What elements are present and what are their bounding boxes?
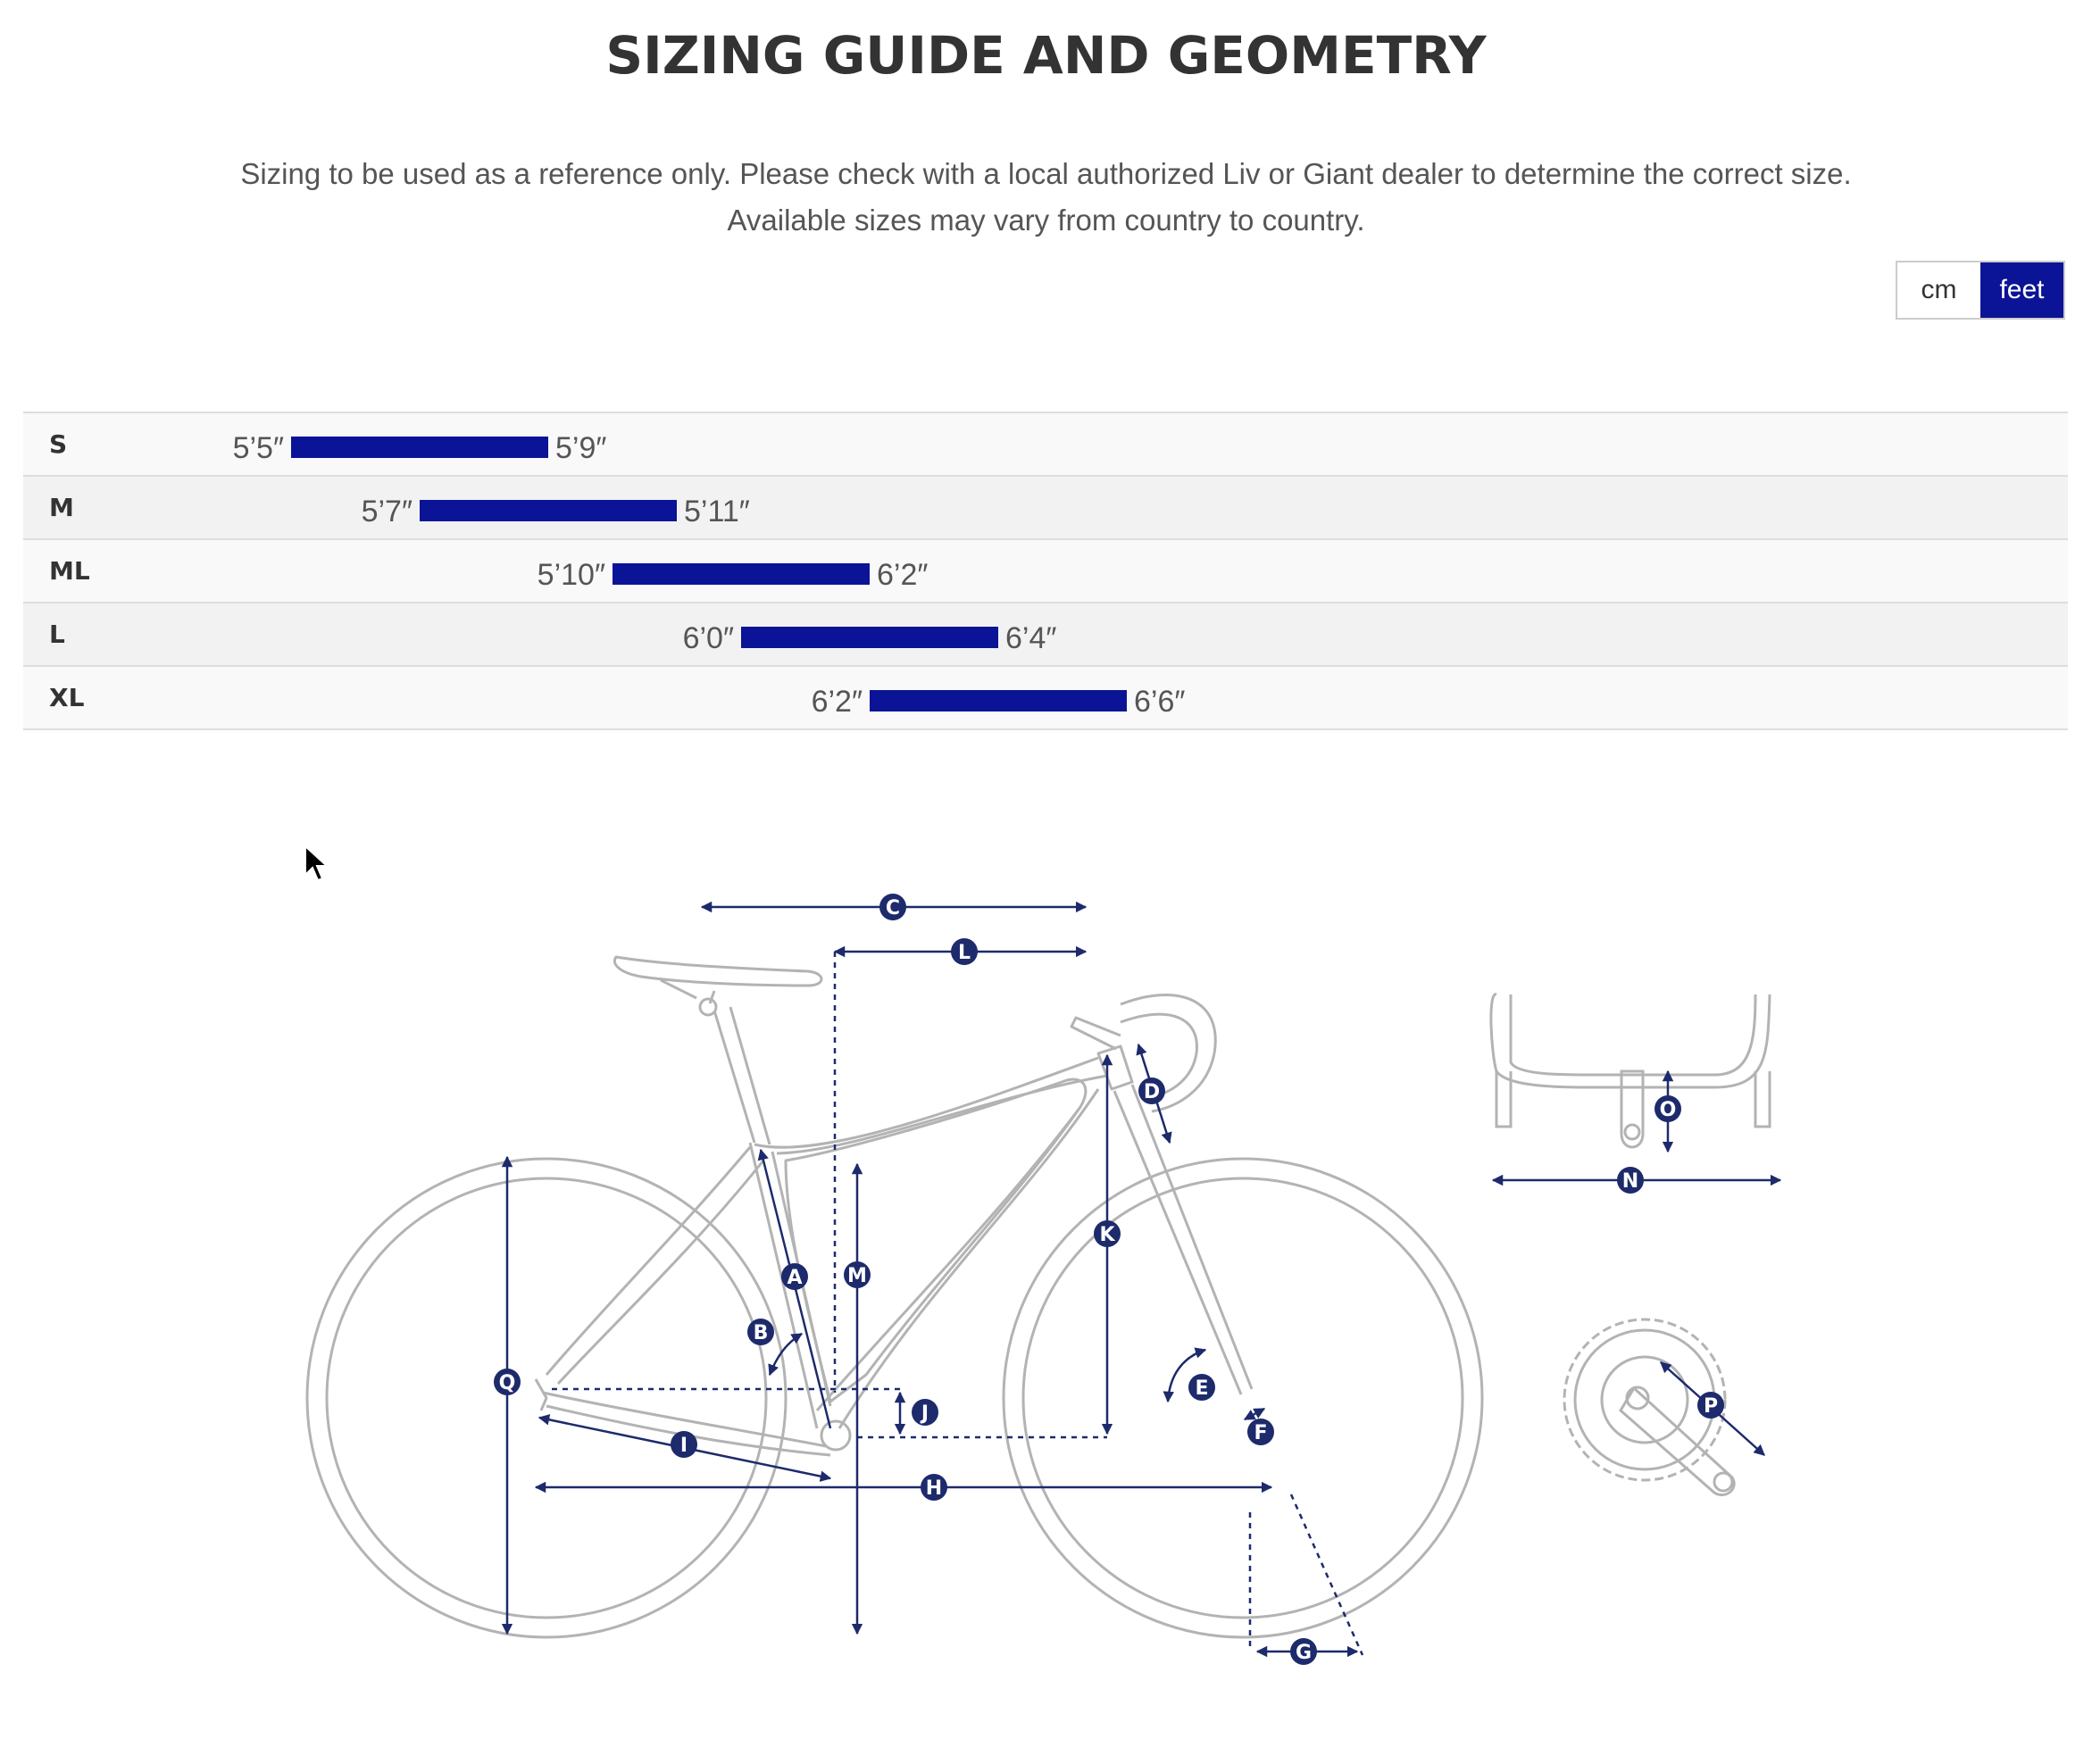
geometry-marker-k: K <box>1094 1220 1121 1247</box>
range-min-label: 5’5″ <box>232 431 284 465</box>
geometry-marker-q: Q <box>494 1369 521 1395</box>
crankset-view <box>1563 1318 1736 1497</box>
range-min-label: 5’10″ <box>537 558 605 592</box>
page-title: SIZING GUIDE AND GEOMETRY <box>605 25 1487 86</box>
geometry-marker-label: F <box>1254 1422 1267 1444</box>
geometry-marker-a: A <box>781 1263 808 1290</box>
size-row-ml: ML 5’10″ 6’2″ <box>23 540 2068 603</box>
geometry-marker-h: H <box>921 1474 947 1501</box>
geometry-marker-label: B <box>754 1322 769 1344</box>
geometry-marker-label: A <box>787 1267 802 1289</box>
range-max-label: 6’2″ <box>877 558 929 592</box>
geometry-marker-f: F <box>1247 1419 1274 1445</box>
size-label: ML <box>49 556 90 586</box>
height-range-bar <box>420 500 677 521</box>
geometry-marker-b: B <box>747 1319 774 1345</box>
size-label: S <box>49 429 68 459</box>
rear-wheel <box>305 1157 788 1639</box>
geometry-marker-label: C <box>886 897 900 919</box>
geometry-marker-m: M <box>844 1261 871 1288</box>
geometry-marker-n: N <box>1617 1167 1644 1194</box>
size-row-l: L 6’0″ 6’4″ <box>23 603 2068 667</box>
unit-cm-button[interactable]: cm <box>1897 262 1980 318</box>
height-range-bar <box>291 437 548 458</box>
geometry-marker-i: I <box>671 1431 697 1458</box>
geometry-marker-p: P <box>1697 1392 1724 1419</box>
size-label: L <box>49 620 65 649</box>
front-wheel <box>1002 1157 1484 1639</box>
geometry-marker-l: L <box>951 938 978 965</box>
geometry-marker-j: J <box>912 1399 938 1426</box>
geometry-marker-label: O <box>1660 1099 1677 1121</box>
geometry-marker-label: P <box>1704 1395 1718 1418</box>
geometry-marker-d: D <box>1138 1078 1165 1104</box>
range-max-label: 6’4″ <box>1005 621 1057 655</box>
sizing-availability-note: Available sizes may vary from country to… <box>727 204 1365 237</box>
unit-toggle: cm feet <box>1896 261 2065 320</box>
geometry-marker-label: H <box>926 1477 942 1500</box>
mouse-pointer-icon <box>304 845 329 882</box>
sizing-disclaimer: Sizing to be used as a reference only. P… <box>240 157 1852 190</box>
size-label: XL <box>49 683 85 712</box>
range-min-label: 5’7″ <box>361 495 413 528</box>
geometry-marker-label: J <box>920 1402 929 1425</box>
crank-dimension <box>1660 1361 1765 1456</box>
geometry-marker-label: N <box>1622 1170 1638 1193</box>
geometry-marker-label: G <box>1296 1642 1312 1664</box>
range-max-label: 6’6″ <box>1134 685 1186 719</box>
geometry-marker-g: G <box>1290 1638 1317 1665</box>
height-range-bar <box>870 690 1127 711</box>
geometry-marker-label: M <box>847 1265 867 1287</box>
geometry-marker-label: D <box>1144 1081 1160 1103</box>
size-range-chart: S 5’5″ 5’9″ M 5’7″ 5’11″ ML 5’10″ 6’2″ L 6’0″ 6’4″ X… <box>23 412 2068 730</box>
size-row-m: M 5’7″ 5’11″ <box>23 477 2068 540</box>
handlebar-dimensions <box>1491 1069 1782 1186</box>
bike-frame <box>534 955 1254 1457</box>
range-max-label: 5’9″ <box>555 431 607 465</box>
height-range-bar <box>741 627 998 648</box>
geometry-dimensions <box>501 901 1364 1658</box>
range-min-label: 6’2″ <box>811 685 863 719</box>
height-range-bar <box>613 563 870 585</box>
geometry-marker-label: Q <box>499 1372 516 1394</box>
size-row-xl: XL 6’2″ 6’6″ <box>23 667 2068 730</box>
handlebar-front-view <box>1489 993 1771 1149</box>
geometry-marker-e: E <box>1188 1374 1215 1401</box>
geometry-marker-o: O <box>1654 1095 1681 1122</box>
geometry-marker-label: K <box>1099 1224 1115 1246</box>
size-row-s: S 5’5″ 5’9″ <box>23 413 2068 477</box>
geometry-marker-label: E <box>1195 1377 1208 1400</box>
range-min-label: 6’0″ <box>682 621 734 655</box>
size-label: M <box>49 493 74 522</box>
geometry-marker-label: I <box>680 1435 688 1457</box>
geometry-markers: A B C D E F G H I J K L M N O P Q <box>494 894 1724 1665</box>
geometry-marker-c: C <box>879 894 906 920</box>
geometry-marker-label: L <box>958 942 971 964</box>
unit-feet-button[interactable]: feet <box>1980 262 2063 318</box>
range-max-label: 5’11″ <box>684 495 750 528</box>
